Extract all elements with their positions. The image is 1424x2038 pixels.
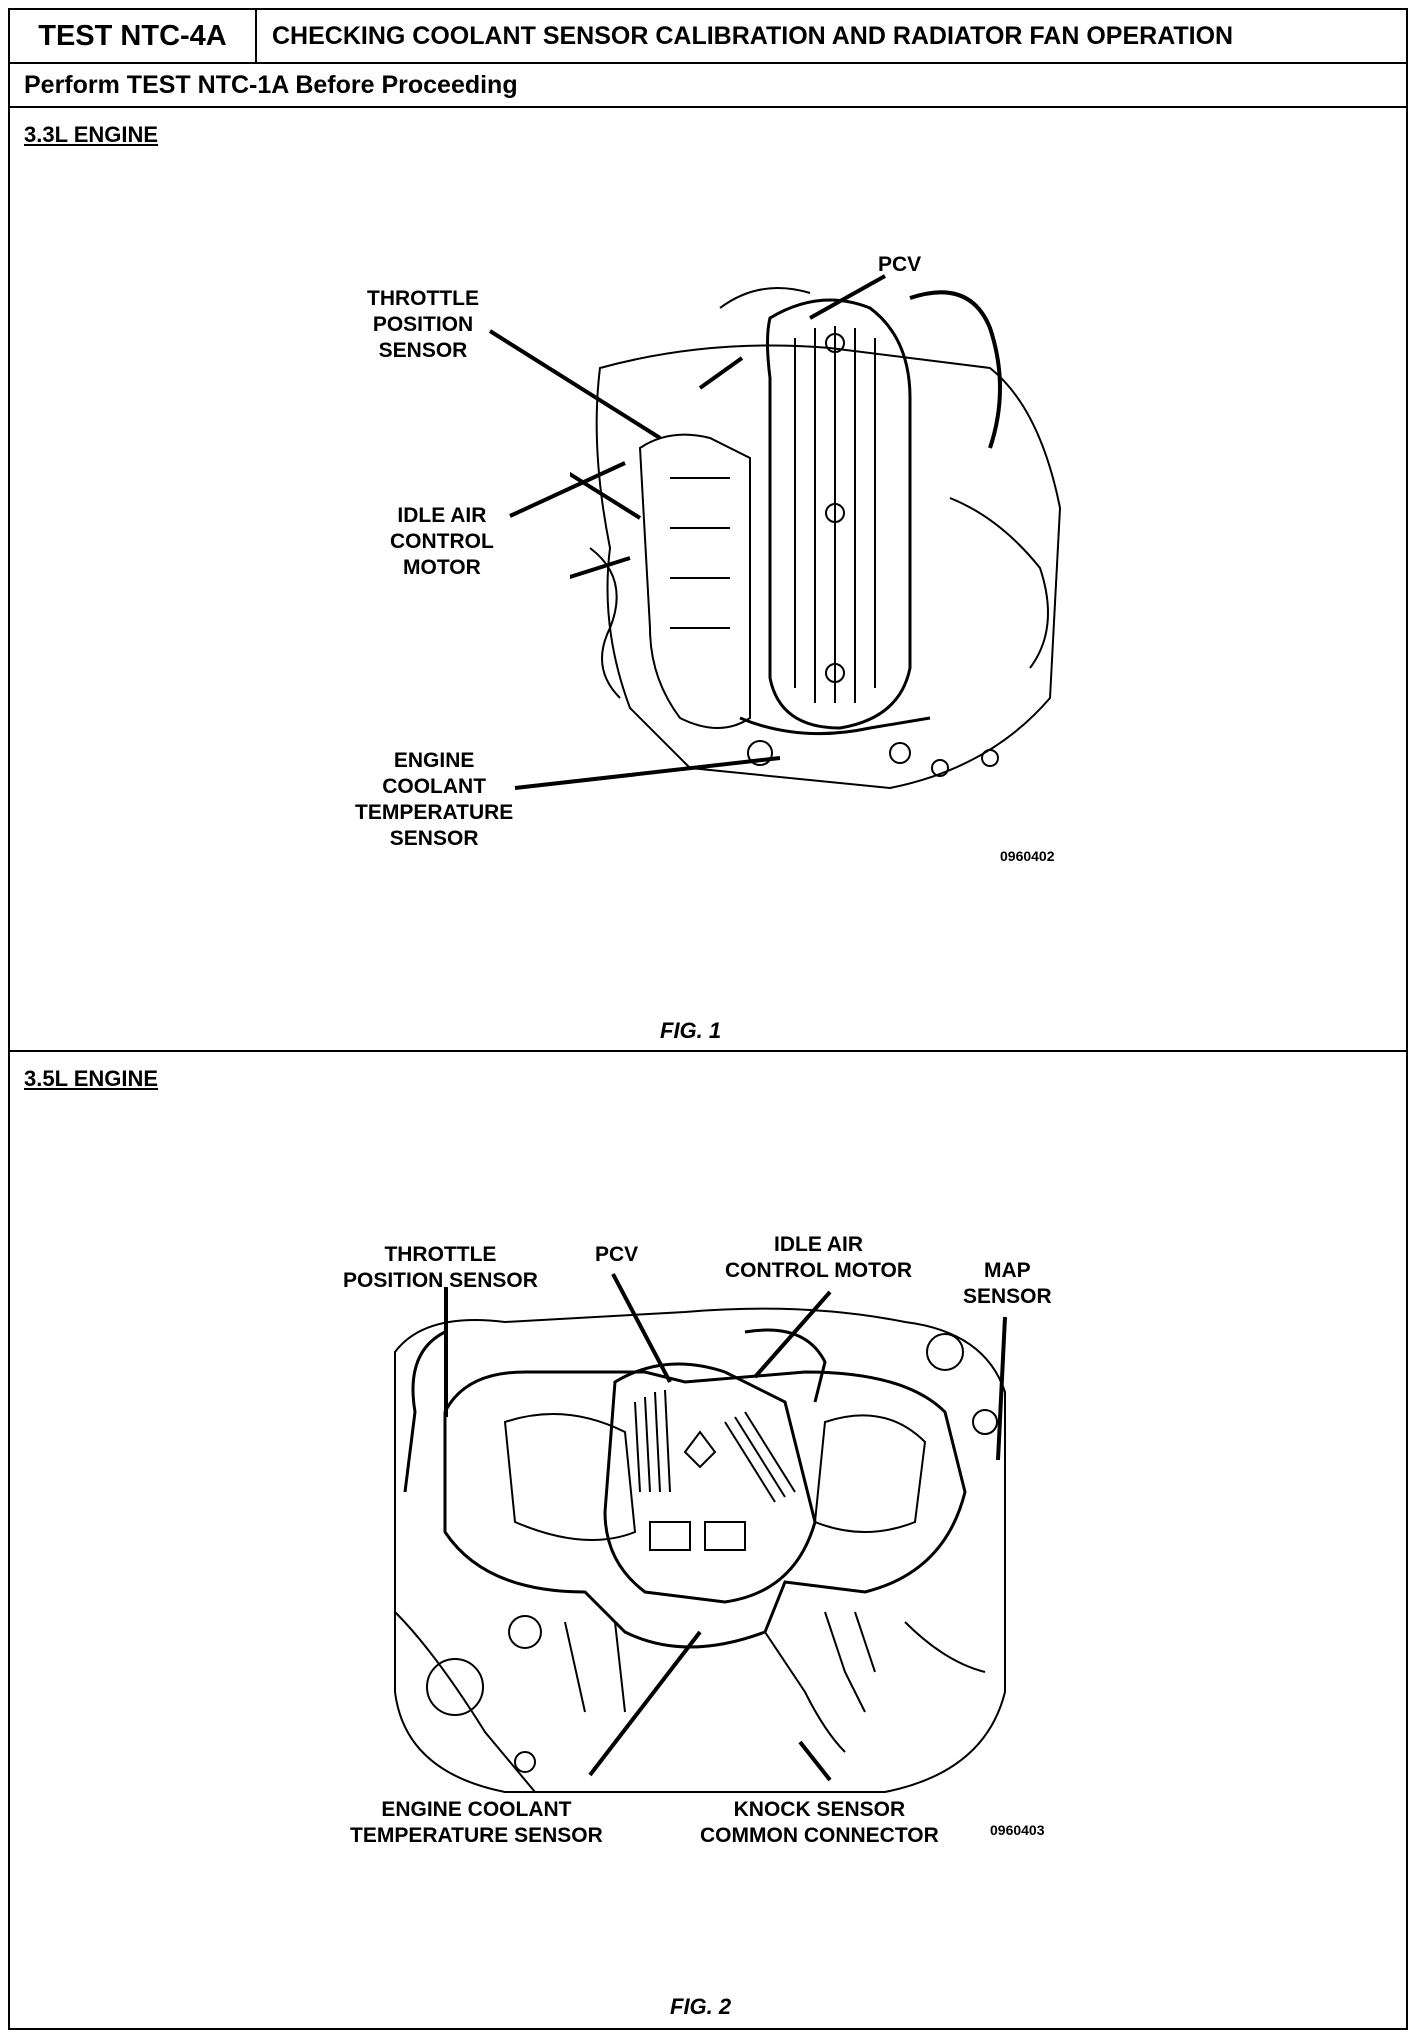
image-code: 0960402 [1000,848,1055,864]
page-title: CHECKING COOLANT SENSOR CALIBRATION AND … [272,22,1234,50]
engine-3-5l-illustration [394,1307,1006,1793]
section-title: 3.5L ENGINE [24,1066,159,1091]
section-3-5l-engine: 3.5L ENGINE [10,1052,1406,2028]
label-throttle-position-sensor: THROTTLE POSITION SENSOR [367,287,479,362]
label-idle-air-control-motor: IDLE AIR CONTROL MOTOR [390,504,494,579]
label-engine-coolant-temperature-sensor: ENGINE COOLANT TEMPERATURE SENSOR [355,749,514,850]
label-idle-air-control-motor: IDLE AIR CONTROL MOTOR [725,1233,913,1282]
section-3-3l-engine: 3.3L ENGINE [10,108,1406,1052]
figure-caption: FIG. 2 [670,1994,732,2019]
label-knock-sensor-common-connector: KNOCK SENSOR COMMON CONNECTOR [700,1798,939,1847]
test-id: TEST NTC-4A [10,10,257,62]
engine-3-3l-illustration [570,287,1062,790]
prerequisite-note: Perform TEST NTC-1A Before Proceeding [10,62,1406,108]
label-map-sensor: MAP SENSOR [963,1259,1052,1308]
label-engine-coolant-temperature-sensor: ENGINE COOLANT TEMPERATURE SENSOR [350,1798,603,1847]
figure-caption: FIG. 1 [660,1018,722,1043]
label-pcv: PCV [878,253,922,276]
section1-leader-lines [488,274,886,790]
label-pcv: PCV [595,1243,639,1266]
section2-leader-lines [444,1273,1007,1782]
section-title: 3.3L ENGINE [24,122,159,147]
header-bar: TEST NTC-4A CHECKING COOLANT SENSOR CALI… [10,10,1406,64]
service-manual-page: TEST NTC-4A CHECKING COOLANT SENSOR CALI… [8,8,1408,2030]
label-throttle-position-sensor: THROTTLE POSITION SENSOR [343,1243,538,1292]
image-code: 0960403 [990,1822,1045,1838]
